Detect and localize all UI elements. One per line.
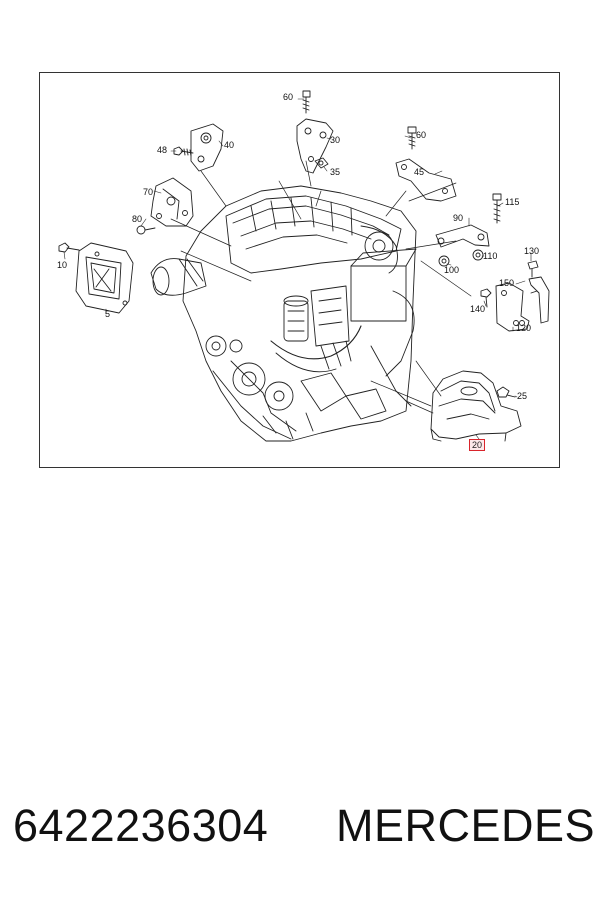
part-30-bracket	[296, 118, 334, 174]
engine-illustration	[58, 90, 550, 442]
callout-80: 80	[132, 214, 143, 224]
part-20-engine-mount	[430, 370, 522, 442]
part-5-cover	[75, 242, 134, 314]
callout-110: 110	[483, 251, 498, 261]
callout-150: 150	[499, 278, 515, 288]
callout-20-highlighted: 20	[469, 439, 486, 451]
part-footer: 6422236304 MERCEDES	[0, 800, 600, 862]
callout-90: 90	[453, 213, 464, 223]
callout-130: 130	[524, 246, 540, 256]
callout-10: 10	[57, 260, 68, 270]
part-35-nut	[314, 157, 329, 169]
callout-60-right: 60	[416, 130, 427, 140]
callout-120: 120	[516, 323, 532, 333]
part-25-bolt	[496, 386, 516, 398]
callout-35: 35	[330, 167, 341, 177]
part-48-bolt	[173, 146, 194, 157]
part-45-bracket	[395, 158, 457, 202]
callout-40: 40	[224, 140, 235, 150]
engine-block-drawing	[150, 160, 472, 442]
callout-100: 100	[444, 265, 460, 275]
callout-70: 70	[143, 187, 154, 197]
part-70-bracket	[150, 177, 194, 227]
part-10-bolt	[58, 242, 80, 253]
exploded-parts-diagram: 60 30 60 48 40 35 45 70 115 80 90 10 110…	[39, 72, 560, 468]
callout-30: 30	[330, 135, 341, 145]
part-40-bracket	[190, 123, 224, 172]
callout-25: 25	[517, 391, 528, 401]
part-60-bolt-right	[407, 126, 417, 150]
part-100-nut	[438, 255, 450, 267]
brand-name: MERCEDES	[336, 800, 596, 851]
part-130-bolt	[527, 260, 539, 278]
callout-5: 5	[105, 309, 111, 319]
part-115-bolt	[492, 193, 502, 224]
callout-48: 48	[157, 145, 168, 155]
part-140-bolt	[480, 288, 492, 308]
part-90-bracket	[435, 224, 490, 248]
callout-leader-lines	[63, 98, 532, 440]
part-110-nut	[472, 249, 484, 261]
callout-60-top: 60	[283, 92, 294, 102]
part-80-bolt	[136, 225, 156, 235]
part-60-bolt-top	[302, 90, 311, 114]
part-number: 6422236304	[13, 800, 269, 851]
callout-140: 140	[470, 304, 486, 314]
callout-115: 115	[505, 197, 520, 207]
callout-45: 45	[414, 167, 425, 177]
part-120-bracket	[495, 282, 530, 332]
part-150-pipe	[528, 276, 550, 324]
